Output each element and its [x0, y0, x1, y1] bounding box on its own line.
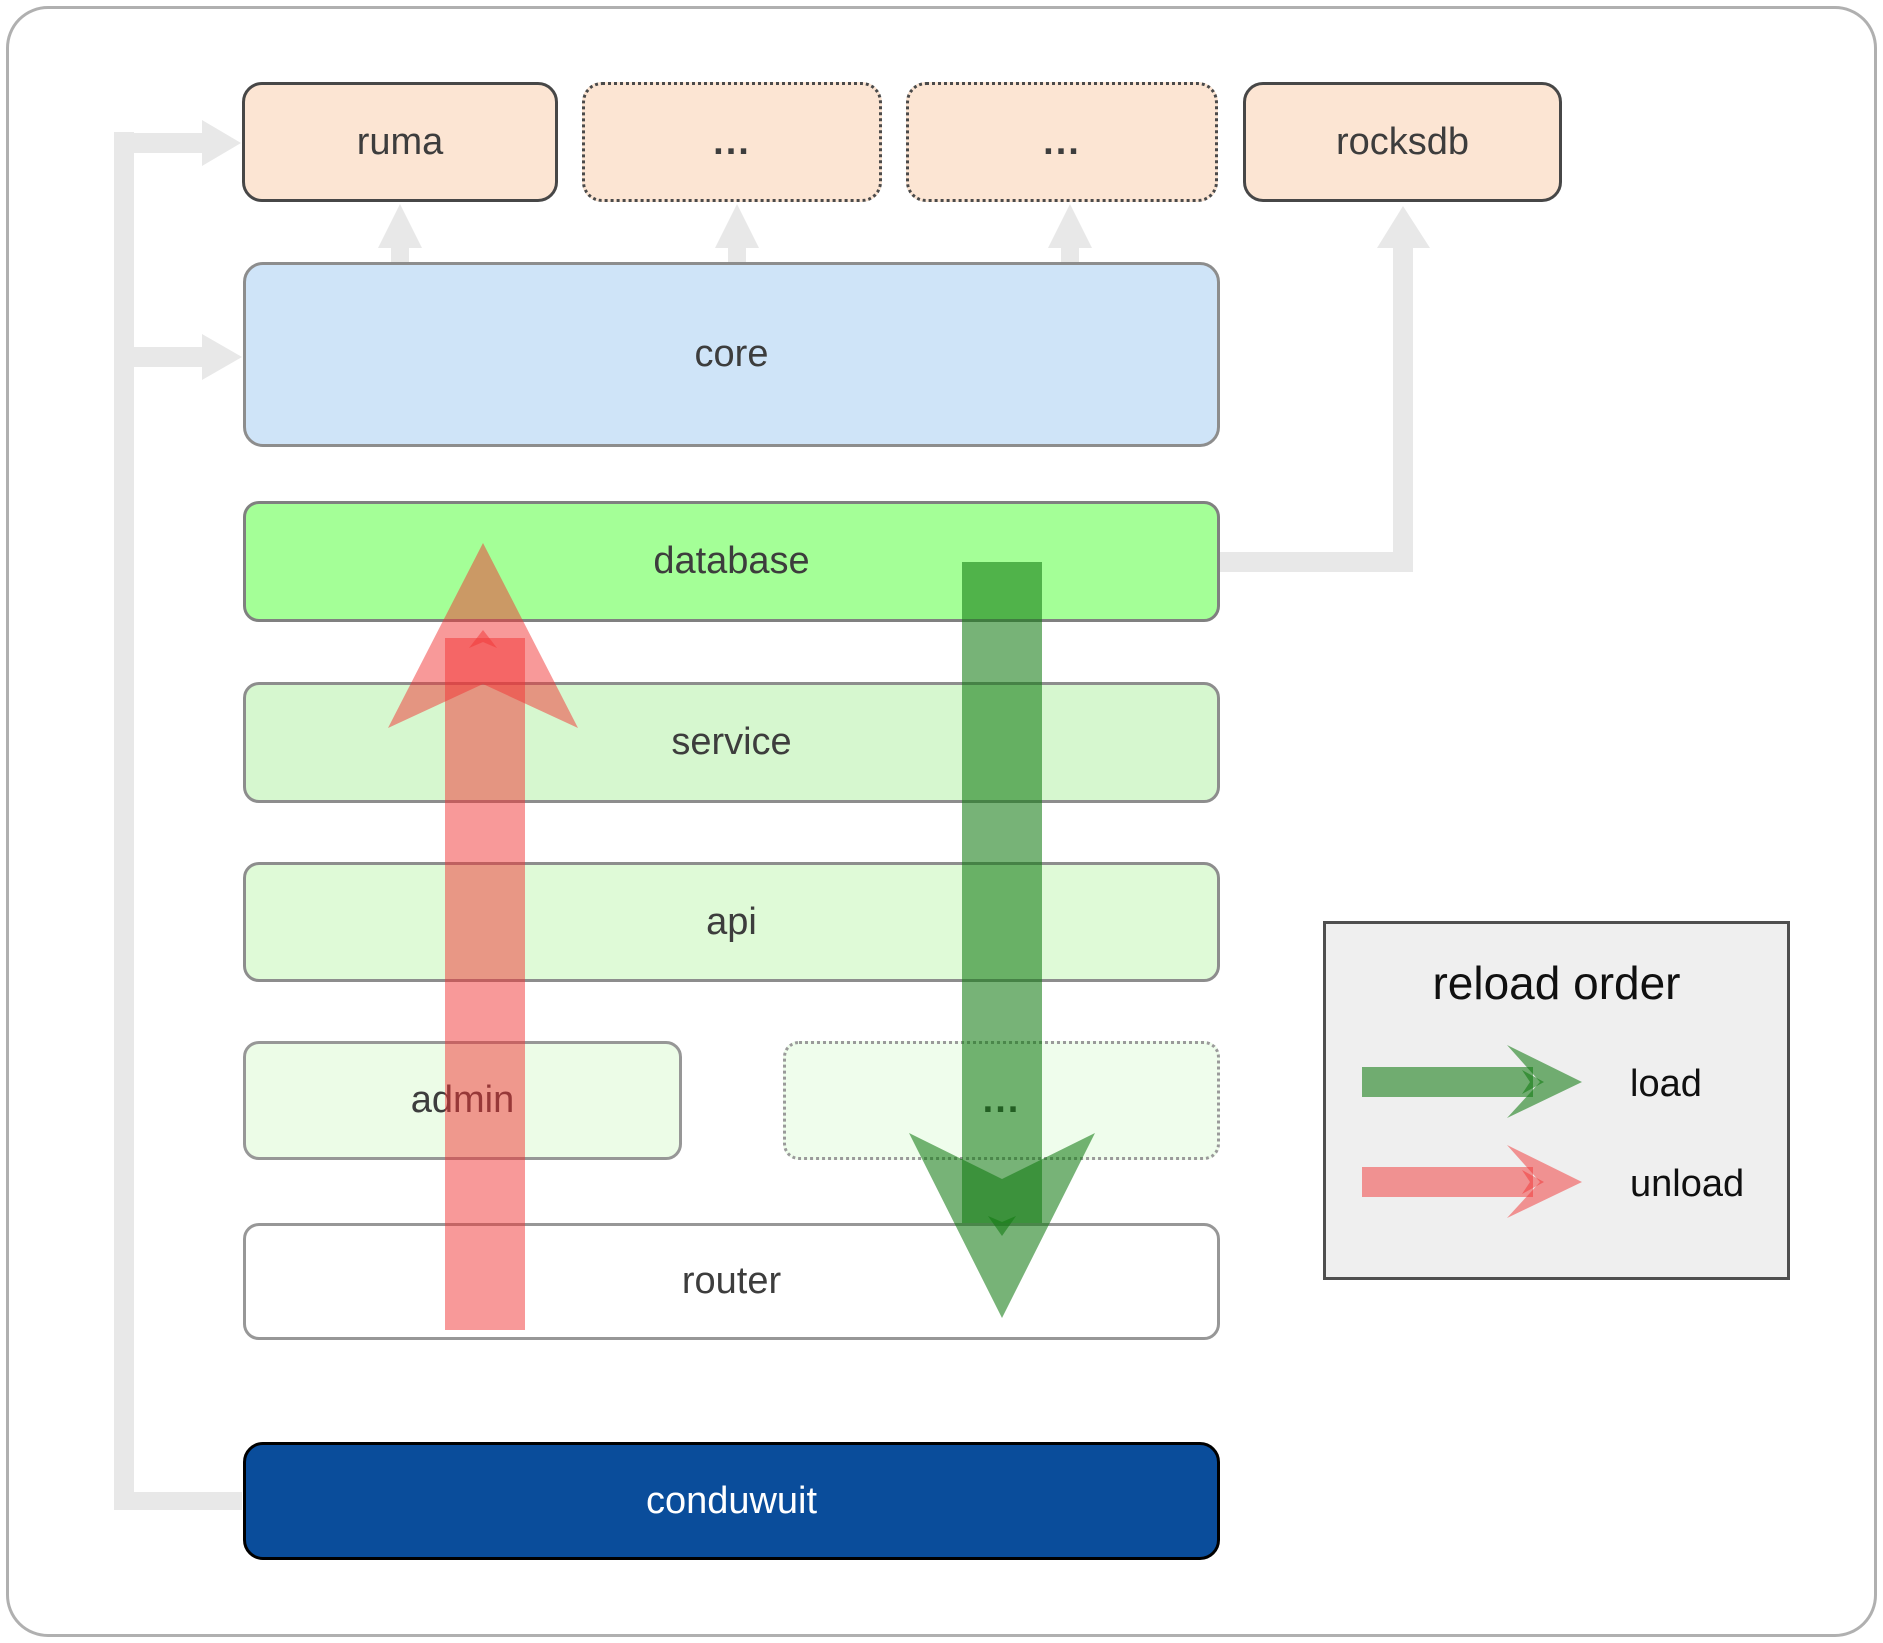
node-service-label: service	[671, 721, 792, 763]
node-admin: admin	[243, 1041, 682, 1160]
node-api: api	[243, 862, 1220, 982]
node-core-label: core	[694, 333, 769, 375]
node-core: core	[243, 262, 1220, 447]
node-api-label: api	[706, 900, 757, 943]
node-top-ellipsis-2: ...	[906, 82, 1218, 202]
node-top-ellipsis-1-label: ...	[713, 120, 751, 163]
node-conduwuit-label: conduwuit	[645, 1479, 818, 1522]
node-service: service	[243, 682, 1220, 803]
node-router: router	[243, 1223, 1220, 1340]
node-top-ellipsis-2-label: ...	[1043, 120, 1081, 163]
legend-label-load: load	[1630, 1063, 1702, 1105]
legend-reload-order: reload order	[1323, 921, 1790, 1280]
node-admin-label: admin	[410, 1079, 515, 1121]
node-database: database	[243, 501, 1220, 622]
node-router-label: router	[681, 1260, 782, 1302]
diagram-outer-frame	[6, 6, 1877, 1637]
node-mid-ellipsis-label: ...	[982, 1079, 1021, 1121]
legend-label-unload: unload	[1630, 1163, 1745, 1205]
node-conduwuit: conduwuit	[243, 1442, 1220, 1560]
node-ruma: ruma	[242, 82, 558, 202]
node-mid-ellipsis: ...	[783, 1041, 1220, 1160]
node-rocksdb-label: rocksdb	[1335, 120, 1470, 163]
node-ruma-label: ruma	[356, 120, 444, 163]
legend-title: reload order	[1432, 957, 1681, 1009]
node-top-ellipsis-1: ...	[582, 82, 882, 202]
node-database-label: database	[653, 540, 810, 582]
node-rocksdb: rocksdb	[1243, 82, 1562, 202]
